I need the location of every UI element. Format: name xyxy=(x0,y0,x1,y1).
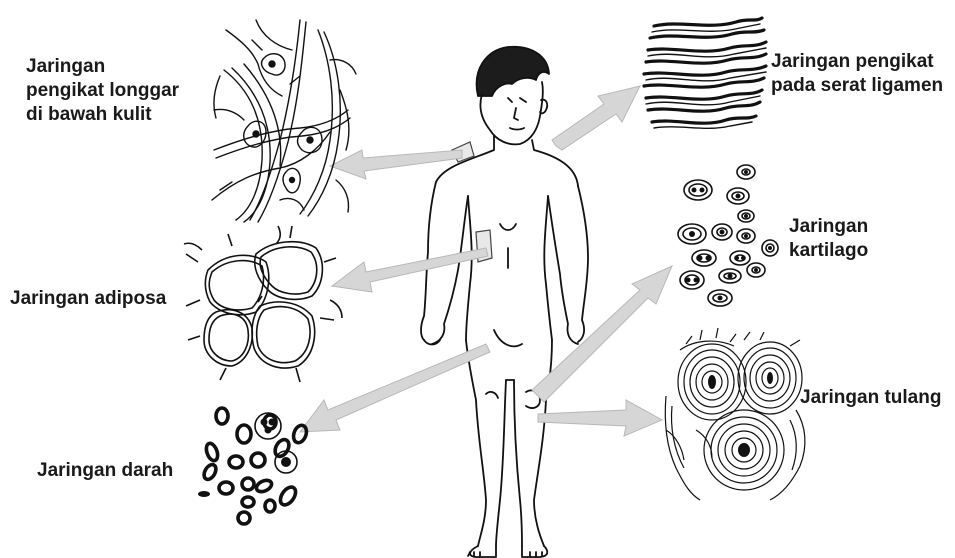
adipose-tissue-drawing xyxy=(184,226,342,382)
label-line: Jaringan xyxy=(789,215,868,239)
label-blood-tissue: Jaringan darah xyxy=(37,459,173,483)
arrow-blood xyxy=(300,344,490,432)
arrow-bone xyxy=(538,400,662,436)
arrow-adipose xyxy=(332,248,488,292)
label-line: Jaringan xyxy=(26,55,179,79)
label-cartilage-tissue: Jaringan kartilago xyxy=(789,215,868,263)
label-adipose-tissue: Jaringan adiposa xyxy=(10,287,166,311)
arrow-cartilage xyxy=(532,266,672,402)
label-line: Jaringan adiposa xyxy=(10,287,166,311)
label-line: kartilago xyxy=(789,239,868,263)
label-line: Jaringan pengikat xyxy=(771,50,943,74)
label-ligament-tissue: Jaringan pengikat pada serat ligamen xyxy=(771,50,943,98)
bone-tissue-drawing xyxy=(665,328,805,500)
loose-connective-tissue-drawing xyxy=(212,20,356,222)
label-bone-tissue: Jaringan tulang xyxy=(800,386,941,410)
label-line: di bawah kulit xyxy=(26,103,179,127)
label-loose-connective-tissue: Jaringan pengikat longgar di bawah kulit xyxy=(26,55,179,127)
arrow-ligament xyxy=(552,86,640,150)
label-line: pada serat ligamen xyxy=(771,74,943,98)
label-line: Jaringan darah xyxy=(37,459,173,483)
label-line: Jaringan tulang xyxy=(800,386,941,410)
label-line: pengikat longgar xyxy=(26,79,179,103)
ligament-tissue-drawing xyxy=(644,18,766,123)
human-figure xyxy=(421,47,588,557)
